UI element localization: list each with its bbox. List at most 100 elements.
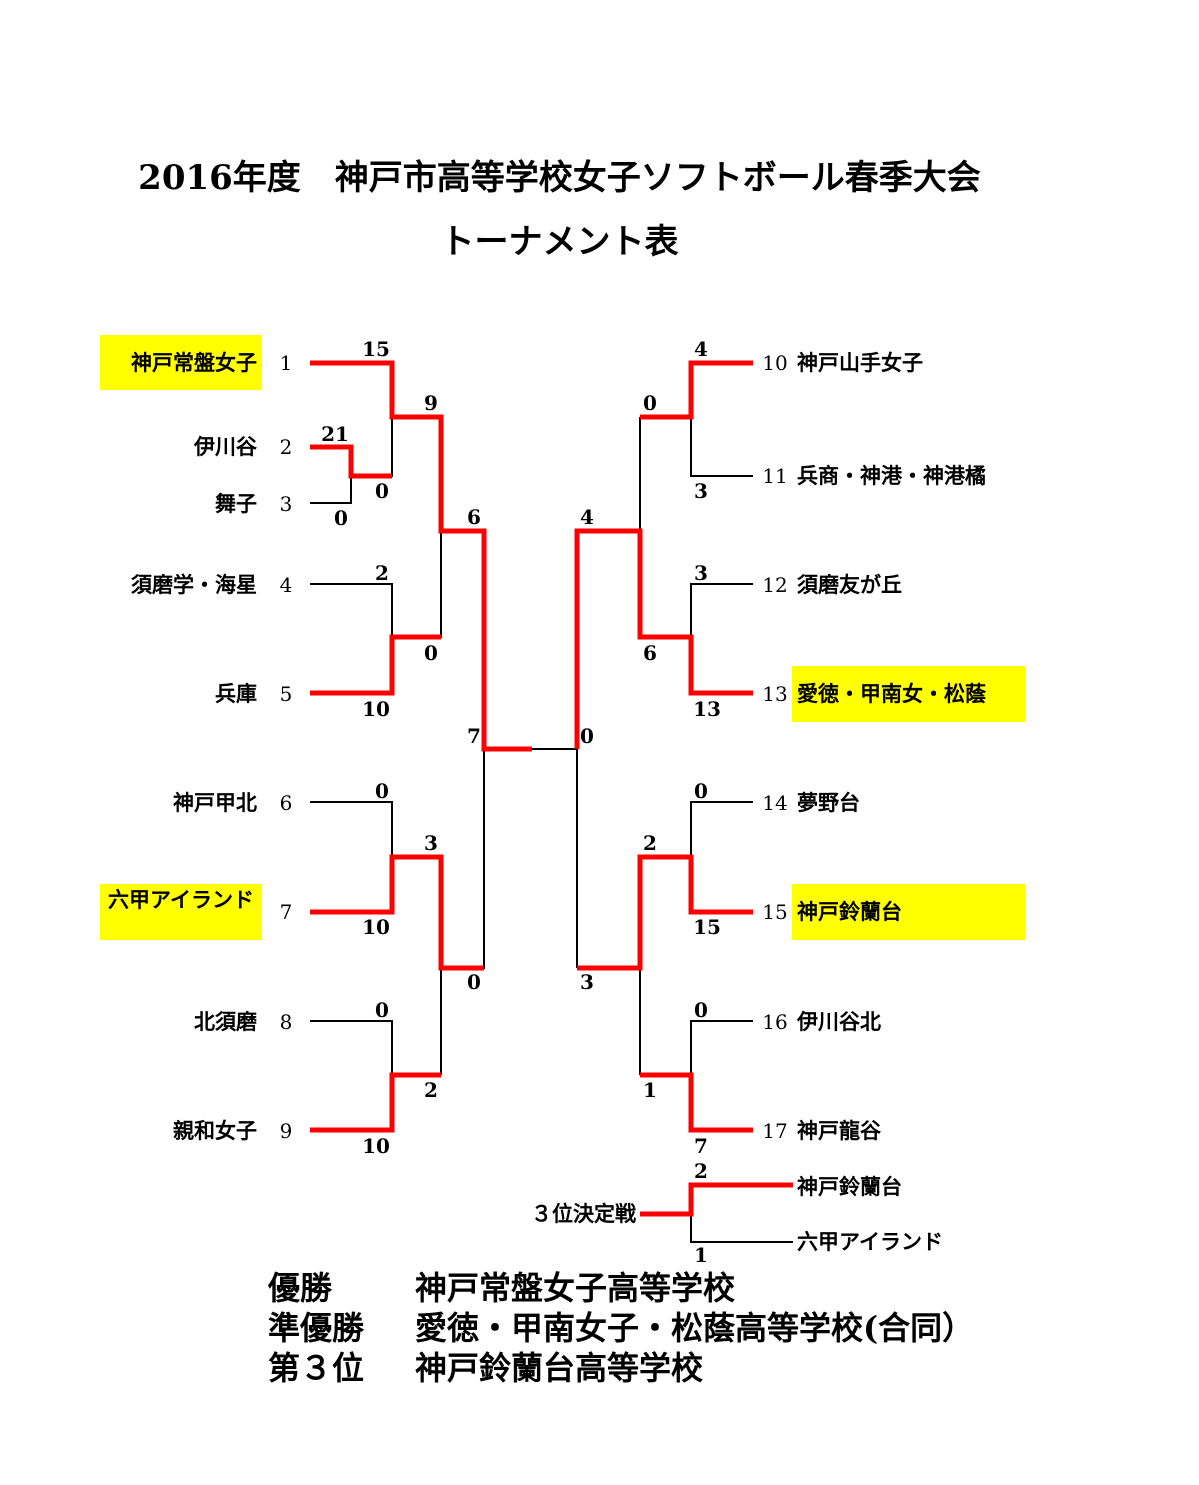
score: 3 (424, 831, 438, 855)
score: 7 (694, 1134, 708, 1158)
team-name-1: 神戸常盤女子 (131, 350, 257, 375)
team-name-12: 須磨友が丘 (797, 572, 902, 597)
third-place-label: ３位決定戦 (531, 1201, 636, 1226)
win-path-seed-17 (640, 1072, 753, 1133)
team-name-3: 舞子 (215, 491, 257, 516)
win-path-seed-5 (310, 634, 441, 696)
highlight-box-team-15 (792, 884, 1025, 940)
win-path-seed-10 (640, 360, 753, 420)
result-school-third: 神戸鈴蘭台高等学校 (415, 1349, 704, 1387)
team-name-8: 北須磨 (194, 1009, 257, 1034)
seed-number-17: 17 (762, 1119, 787, 1143)
score: 3 (694, 479, 708, 503)
left-team-names: 神戸常盤女子 伊川谷 舞子 須磨学・海星 兵庫 神戸甲北 北須磨 親和女子 (131, 350, 258, 1143)
seed-number-5: 5 (280, 682, 293, 706)
score: 0 (694, 998, 708, 1022)
seed-number-1: 1 (280, 351, 293, 375)
win-path-seed-15 (577, 854, 753, 971)
win-path-seed-2 (310, 444, 392, 479)
left-seed-numbers: 1 2 3 4 5 6 7 8 9 (280, 351, 293, 1143)
score: 0 (694, 779, 708, 803)
score: 0 (643, 391, 657, 415)
score: 0 (375, 479, 389, 503)
win-path-seed-9 (310, 1072, 441, 1133)
highlight-box-team-7 (100, 884, 262, 940)
highlight-box-team-13 (792, 666, 1025, 722)
highlight-box-team-1 (100, 335, 262, 390)
score: 2 (424, 1078, 438, 1102)
score: 9 (424, 391, 438, 415)
score: 13 (693, 697, 721, 721)
line-seed-8 (310, 1020, 393, 1075)
score: 4 (580, 505, 594, 529)
team-name-10: 神戸山手女子 (797, 350, 923, 375)
score: 6 (643, 641, 657, 665)
right-team-names: 神戸山手女子 兵商・神港・神港橘 須磨友が丘 愛徳・甲南女・松蔭 夢野台 神戸鈴… (796, 350, 987, 1143)
seed-number-12: 12 (762, 573, 787, 597)
team-name-7: 六甲アイランド (108, 887, 254, 912)
result-label-champion: 優勝 (268, 1269, 333, 1307)
score: 0 (375, 998, 389, 1022)
team-name-4: 須磨学・海星 (131, 572, 257, 597)
score: 7 (467, 724, 481, 748)
score: 3 (694, 561, 708, 585)
score: 0 (334, 506, 348, 530)
winner-lines (310, 360, 793, 1217)
seed-number-10: 10 (762, 351, 787, 375)
result-label-runner-up: 準優勝 (268, 1309, 365, 1347)
score: 0 (467, 970, 481, 994)
score: 1 (643, 1078, 657, 1102)
team-name-6: 神戸甲北 (173, 790, 257, 815)
score: 4 (694, 337, 708, 361)
score: 0 (375, 779, 389, 803)
score: 2 (643, 831, 657, 855)
page-subtitle: トーナメント表 (440, 222, 679, 262)
match-scores: 15 21 0 0 9 2 0 10 6 0 3 10 0 2 10 0 7 4… (321, 337, 721, 1158)
win-path-third-place (640, 1182, 793, 1217)
seed-number-2: 2 (280, 435, 293, 459)
result-school-runner-up: 愛徳・甲南女子・松蔭高等学校(合同） (415, 1309, 975, 1347)
line-seed-11 (690, 417, 753, 477)
result-label-third: 第３位 (268, 1349, 365, 1387)
team-name-11: 兵商・神港・神港橘 (797, 463, 986, 488)
team-name-5: 兵庫 (215, 681, 257, 706)
score: 10 (362, 915, 390, 939)
third-place-team-bottom: 六甲アイランド (797, 1229, 943, 1254)
seed-number-9: 9 (280, 1119, 293, 1143)
team-name-9: 親和女子 (173, 1118, 257, 1143)
page-title: 2016年度 神戸市高等学校女子ソフトボール春季大会 (138, 158, 981, 198)
score: 10 (362, 1134, 390, 1158)
third-place-score-top: 2 (694, 1159, 708, 1183)
seed-number-7: 7 (280, 900, 293, 924)
third-place-match: ３位決定戦 神戸鈴蘭台 六甲アイランド 2 1 (531, 1159, 943, 1267)
score: 15 (362, 337, 390, 361)
result-school-champion: 神戸常盤女子高等学校 (415, 1269, 736, 1307)
line-seed-16 (690, 1020, 753, 1075)
third-place-team-top: 神戸鈴蘭台 (797, 1174, 902, 1199)
seed-number-6: 6 (280, 791, 293, 815)
right-seed-numbers: 10 11 12 13 14 15 16 17 (762, 351, 787, 1143)
team-name-15: 神戸鈴蘭台 (797, 899, 902, 924)
team-name-16: 伊川谷北 (796, 1009, 881, 1034)
seed-number-8: 8 (280, 1010, 293, 1034)
seed-number-14: 14 (762, 791, 787, 815)
win-path-seed-7 (310, 854, 484, 971)
score: 21 (321, 422, 349, 446)
third-place-score-bottom: 1 (694, 1243, 708, 1267)
line-semi-left-bottom (441, 749, 485, 969)
seed-number-16: 16 (762, 1010, 787, 1034)
score: 0 (580, 724, 594, 748)
line-seed-12 (690, 583, 753, 637)
bracket-lines (310, 417, 793, 1243)
score: 2 (375, 561, 389, 585)
score: 6 (467, 505, 481, 529)
line-third-place-bottom (690, 1214, 793, 1243)
seed-number-3: 3 (280, 492, 293, 516)
line-match-1-3-lower (351, 417, 393, 477)
score: 15 (693, 915, 721, 939)
seed-number-15: 15 (762, 900, 787, 924)
line-seed-3 (310, 476, 352, 504)
team-name-17: 神戸龍谷 (797, 1118, 882, 1143)
line-seed-4 (310, 583, 393, 637)
